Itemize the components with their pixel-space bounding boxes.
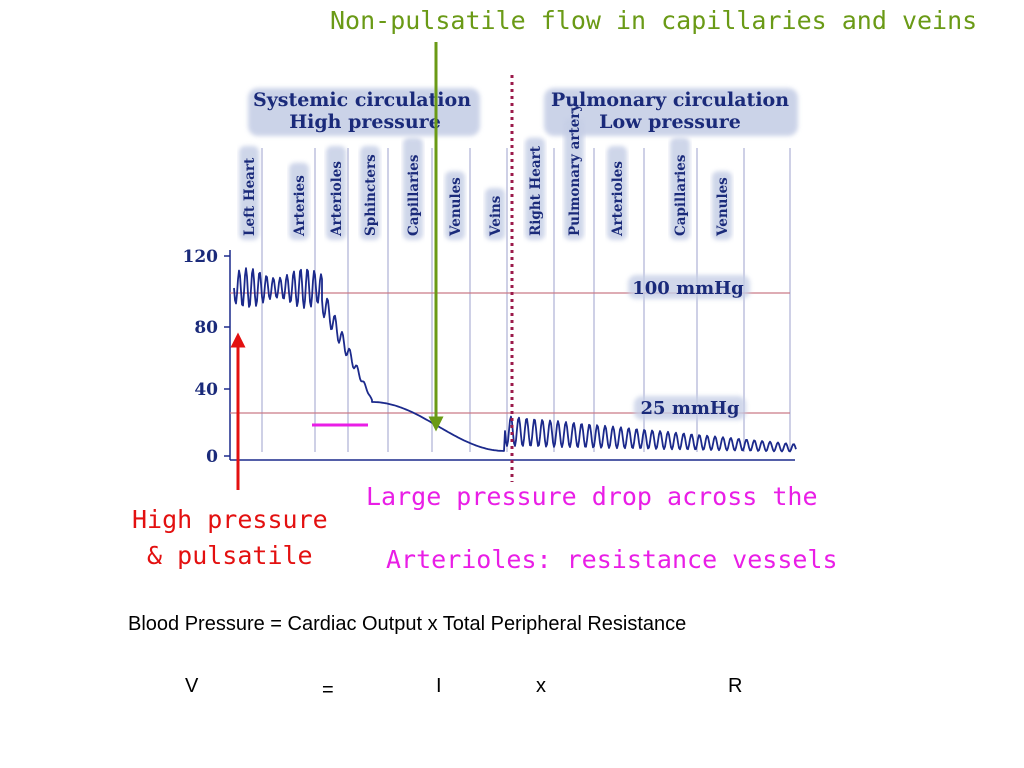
header-glow-group (248, 88, 798, 136)
y-tick-label-120: 120 (183, 247, 219, 267)
formula-r: R (728, 675, 743, 697)
systemic-header-subtitle: High pressure (289, 111, 441, 133)
vessel-label-glow (564, 118, 584, 240)
vessel-label-glow (525, 137, 545, 240)
formula-i: I (436, 675, 442, 697)
pulmonary-header-subtitle: Low pressure (599, 111, 741, 133)
formula-v: V (185, 675, 199, 697)
vessel-label-glow (485, 188, 505, 240)
vessel-label-text: Arteries (292, 175, 308, 237)
y-tick-label-80: 80 (194, 318, 218, 338)
ref-label-100: 100 mmHg (632, 278, 744, 299)
vessel-label-text: Capillaries (406, 154, 422, 236)
vessel-label-text: Right Heart (528, 145, 544, 236)
y-tick-label-40: 40 (194, 380, 218, 400)
pulmonary-header-title: Pulmonary circulation (551, 89, 789, 111)
vessel-label-pulmonary-0: Right Heart (525, 137, 545, 240)
systemic-header-glow (248, 88, 480, 136)
vessel-label-systemic-6: Veins (485, 188, 505, 240)
formula-x: x (536, 675, 546, 697)
vessel-label-glow (712, 171, 732, 240)
vessel-label-systemic-5: Venules (445, 171, 465, 240)
vessel-label-systemic-0: Left Heart (239, 146, 259, 240)
vessel-label-systemic-2: Arterioles (326, 146, 346, 240)
ref-label-25-glow (634, 396, 746, 420)
pulsatile-annotation: High pressure & pulsatile (132, 502, 328, 574)
vessel-label-pulmonary-1: Pulmonary artery (564, 103, 584, 240)
y-tick-label-0: 0 (206, 447, 218, 467)
ref-label-100-glow (628, 275, 750, 299)
vessel-label-text: Arterioles (610, 161, 626, 237)
vessel-label-systemic-1: Arteries (289, 162, 309, 240)
pulsatile-annotation-line1: High pressure (132, 505, 328, 534)
vessel-label-text: Left Heart (242, 157, 258, 236)
vessel-label-glow (360, 146, 380, 240)
vessel-label-pulmonary-3: Capillaries (670, 137, 690, 240)
vessel-label-glow (403, 137, 423, 240)
y-axis: 120 80 40 0 (183, 247, 231, 467)
pulmonary-header-glow (544, 88, 798, 136)
vessel-label-text: Capillaries (673, 154, 689, 236)
vessel-label-glow (239, 146, 259, 240)
vessel-label-text: Arterioles (329, 161, 345, 237)
pressure-drop-annotation-line1: Large pressure drop across the (366, 482, 818, 511)
vessel-label-glow (289, 162, 309, 240)
formula-equals: = (322, 679, 334, 701)
pressure-trace (233, 267, 797, 453)
systemic-header-title: Systemic circulation (253, 89, 471, 111)
vessel-label-pulmonary-2: Arterioles (607, 146, 627, 240)
vessel-label-text: Sphincters (363, 154, 379, 236)
formula-text: Blood Pressure = Cardiac Output x Total … (128, 613, 687, 635)
vessel-label-text: Veins (488, 195, 504, 237)
vessel-label-group: Left Heart Arteries Arterioles Sphincters Ca… (239, 103, 732, 240)
vessel-separator-group (261, 148, 791, 452)
pressure-drop-annotation-line2: Arterioles: resistance vessels (386, 545, 838, 574)
vessel-label-systemic-4: Capillaries (403, 137, 423, 240)
vessel-label-glow (670, 137, 690, 240)
ref-label-25: 25 mmHg (641, 398, 740, 419)
vessel-label-text: Venules (715, 177, 731, 237)
vessel-label-text: Venules (448, 177, 464, 237)
vessel-label-text: Pulmonary artery (567, 103, 583, 236)
vessel-label-glow (445, 171, 465, 240)
vessel-label-pulmonary-4: Venules (712, 171, 732, 240)
pulsatile-annotation-line2: & pulsatile (147, 541, 313, 570)
vessel-label-systemic-3: Sphincters (360, 146, 380, 240)
vessel-label-glow (326, 146, 346, 240)
vessel-label-glow (607, 146, 627, 240)
non-pulsatile-annotation: Non-pulsatile flow in capillaries and ve… (330, 6, 978, 35)
